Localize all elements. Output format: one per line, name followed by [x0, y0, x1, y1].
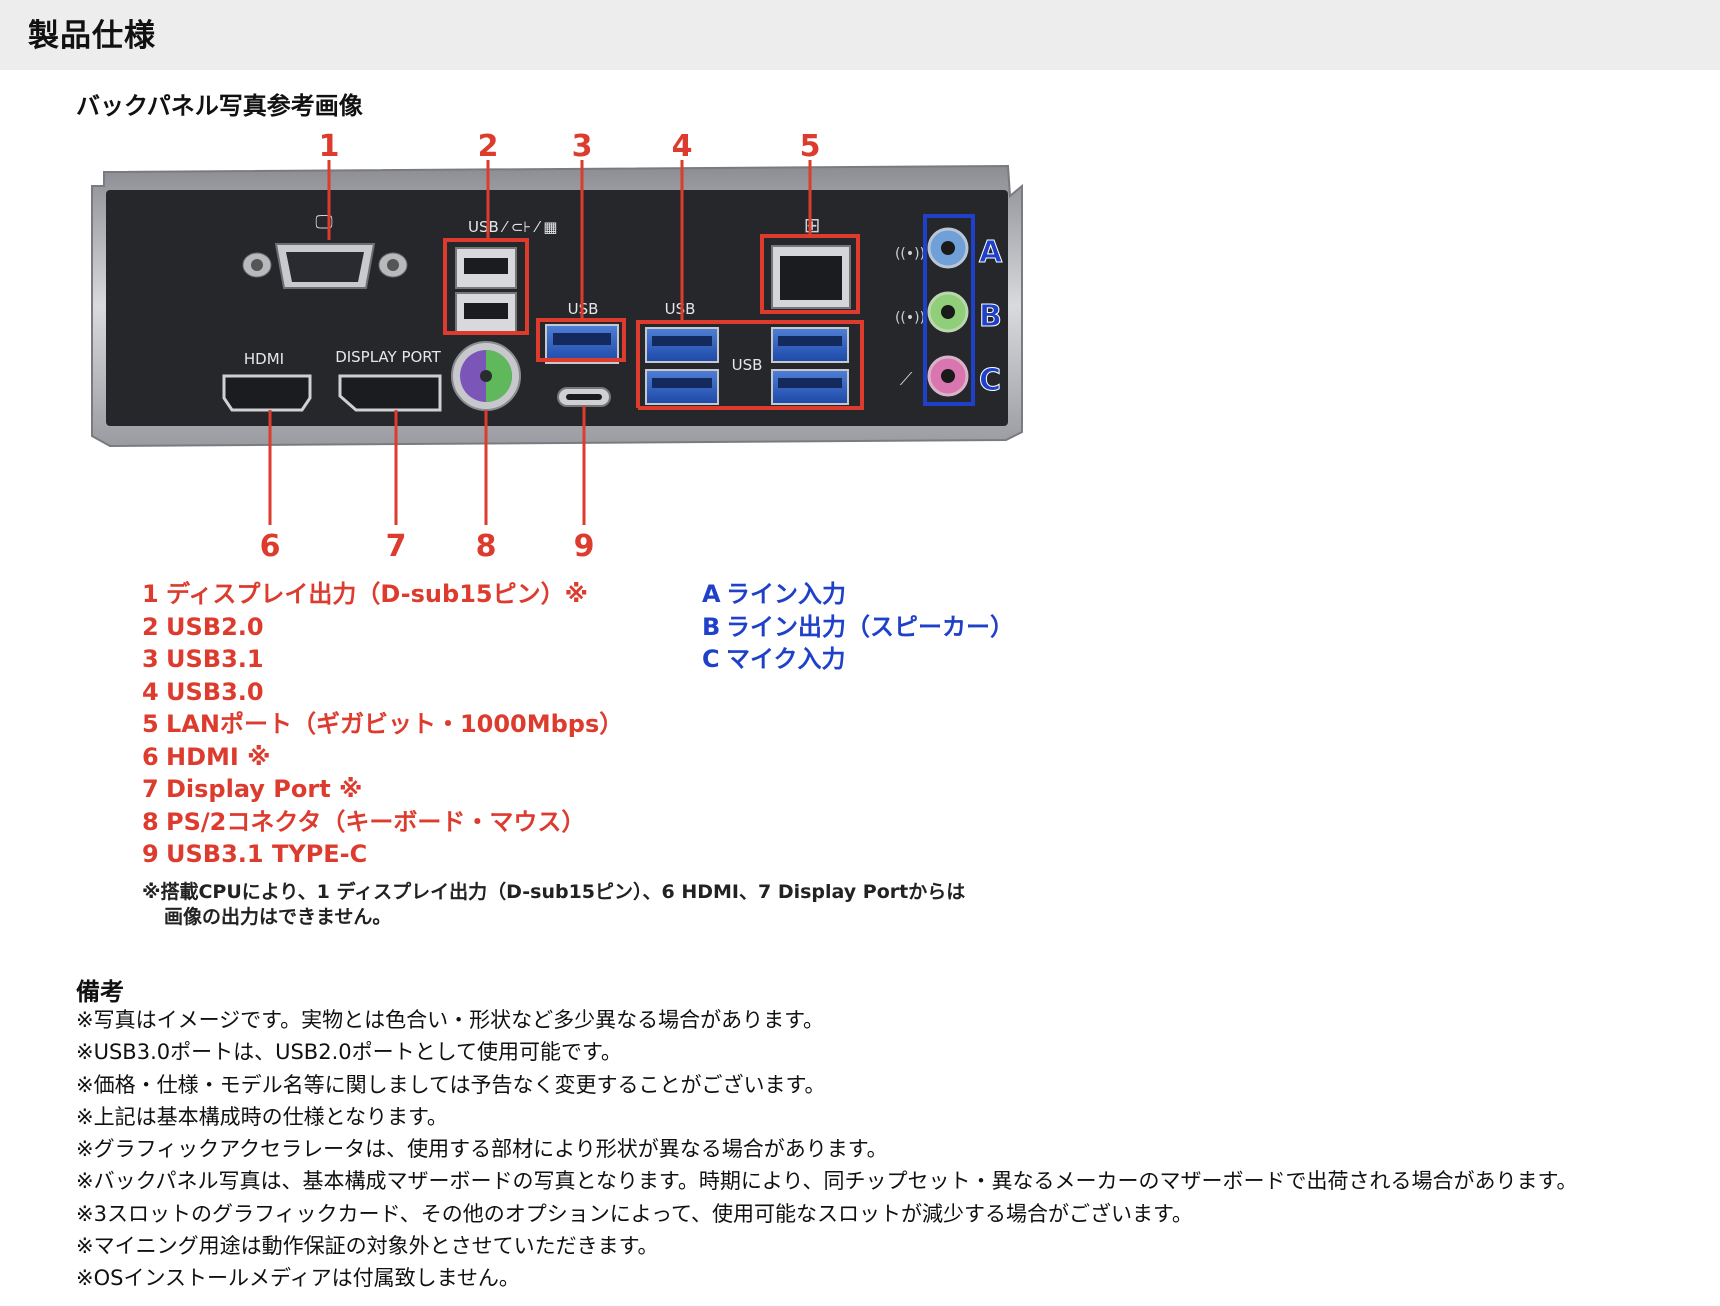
cpu-note: ※搭載CPUにより、1 ディスプレイ出力（D-sub15ピン）、6 HDMI、7…: [142, 880, 965, 930]
remarks-item: ※マイニング用途は動作保証の対象外とさせていただきます。: [76, 1234, 659, 1259]
lan-port: ⊞: [760, 213, 860, 314]
remarks-item: ※価格・仕様・モデル名等に関しましては予告なく変更することがございます。: [76, 1072, 826, 1097]
callout-lines: [268, 160, 812, 525]
callout-6: 6: [260, 529, 281, 560]
svg-text:((•)): ((•)): [895, 246, 925, 262]
page-title: 製品仕様: [28, 18, 156, 54]
usb-ps2-silk-label: USB ⁄ ⊂⊦ ⁄ ▦: [468, 218, 557, 236]
remarks-item: ※OSインストールメディアは付属致しません。: [76, 1266, 520, 1291]
hdmi-silk-label: HDMI: [244, 350, 284, 368]
callout-5: 5: [800, 129, 821, 164]
callout-numbers: 1 2 3 4 5 6 7 8 9: [260, 129, 821, 560]
remarks-item: ※USB3.0ポートは、USB2.0ポートとして使用可能です。: [76, 1040, 622, 1065]
usb2-ports: USB ⁄ ⊂⊦ ⁄ ▦: [443, 218, 557, 335]
back-panel-figure: 🖵 USB ⁄ ⊂⊦ ⁄ ▦ USB USB USB: [91, 129, 1023, 560]
callout-3: 3: [572, 129, 593, 164]
remarks-item: ※上記は基本構成時の仕様となります。: [76, 1104, 448, 1129]
callout-9: 9: [574, 529, 595, 560]
audio-jacks: ((•)) ((•)) ⟋ A B C: [895, 214, 1004, 406]
callout-2: 2: [478, 129, 499, 164]
callout-1: 1: [319, 129, 340, 164]
usb-silk-label-4: USB: [665, 300, 696, 318]
displayport-silk-label: DISPLAY PORT: [335, 348, 441, 366]
callout-8: 8: [476, 529, 497, 560]
callout-c: C: [979, 363, 1001, 398]
remarks-item: ※3スロットのグラフィックカード、その他のオプションによって、使用可能なスロット…: [76, 1201, 1193, 1226]
usb-silk-label-4b: USB: [732, 356, 763, 374]
remarks-list: ※写真はイメージです。実物とは色合い・形状など多少異なる場合があります。 ※US…: [76, 1004, 1577, 1295]
usb31-ports: USB: [536, 300, 626, 407]
remarks-item: ※写真はイメージです。実物とは色合い・形状など多少異なる場合があります。: [76, 1008, 824, 1032]
mic-icon: ⟋: [900, 369, 913, 390]
callout-4: 4: [672, 129, 693, 164]
network-icon: ⊞: [804, 213, 821, 237]
header-bar: 製品仕様: [0, 0, 1720, 70]
svg-text:((•)): ((•)): [895, 310, 925, 326]
cpu-note-line1: ※搭載CPUにより、1 ディスプレイ出力（D-sub15ピン）、6 HDMI、7…: [142, 881, 966, 903]
callout-7: 7: [386, 529, 407, 560]
remarks-title: 備考: [76, 978, 124, 1006]
usb30-ports: USB USB: [636, 300, 864, 410]
back-panel-title: バックパネル写真参考画像: [76, 92, 363, 120]
cpu-note-line2: 画像の出力はできません。: [164, 906, 392, 928]
callout-b: B: [979, 299, 1002, 334]
remarks-item: ※バックパネル写真は、基本構成マザーボードの写真となります。時期により、同チップ…: [76, 1169, 1578, 1194]
remarks-item: ※グラフィックアクセラレータは、使用する部材により形状が異なる場合があります。: [76, 1137, 888, 1162]
video-ports: HDMI DISPLAY PORT: [222, 341, 521, 412]
callout-a: A: [979, 235, 1003, 270]
